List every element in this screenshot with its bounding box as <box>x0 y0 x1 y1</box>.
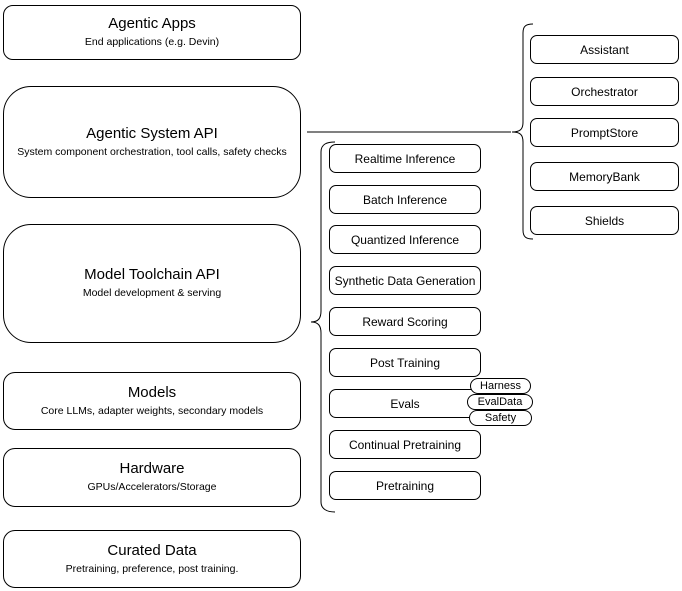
service-box-reward-scoring: Reward Scoring <box>329 307 481 336</box>
agentic-system-api-title: Agentic System API <box>86 124 218 142</box>
models-box: Models Core LLMs, adapter weights, secon… <box>3 372 301 430</box>
service-box-evals: Evals <box>329 389 481 418</box>
service-box-post-training: Post Training <box>329 348 481 377</box>
eval-tag-harness: Harness <box>470 378 531 394</box>
models-title: Models <box>127 383 177 401</box>
agentic-system-api-subtitle: System component orchestration, tool cal… <box>17 145 287 158</box>
eval-tag-safety: Safety <box>469 410 532 426</box>
curated-data-title: Curated Data <box>107 541 197 559</box>
hardware-title: Hardware <box>119 460 185 478</box>
agentic-apps-subtitle: End applications (e.g. Devin) <box>84 36 220 49</box>
component-box-assistant: Assistant <box>530 35 679 64</box>
agentic-apps-box: Agentic Apps End applications (e.g. Devi… <box>3 5 301 60</box>
service-box-pretraining: Pretraining <box>329 471 481 500</box>
curated-data-subtitle: Pretraining, preference, post training. <box>65 562 239 575</box>
eval-tag-evaldata: EvalData <box>467 394 533 410</box>
component-box-promptstore: PromptStore <box>530 118 679 147</box>
service-box-realtime-inference: Realtime Inference <box>329 144 481 173</box>
agentic-apps-title: Agentic Apps <box>108 15 196 33</box>
model-toolchain-api-title: Model Toolchain API <box>84 266 220 284</box>
models-subtitle: Core LLMs, adapter weights, secondary mo… <box>40 404 264 417</box>
model-toolchain-api-box: Model Toolchain API Model development & … <box>3 224 301 343</box>
hardware-subtitle: GPUs/Accelerators/Storage <box>87 481 217 494</box>
curated-data-box: Curated Data Pretraining, preference, po… <box>3 530 301 588</box>
service-box-continual-pretraining: Continual Pretraining <box>329 430 481 459</box>
service-box-quantized-inference: Quantized Inference <box>329 225 481 254</box>
model-toolchain-api-subtitle: Model development & serving <box>82 287 222 300</box>
service-box-synthetic-data-generation: Synthetic Data Generation <box>329 266 481 295</box>
component-box-orchestrator: Orchestrator <box>530 77 679 106</box>
service-box-batch-inference: Batch Inference <box>329 185 481 214</box>
hardware-box: Hardware GPUs/Accelerators/Storage <box>3 448 301 507</box>
component-box-shields: Shields <box>530 206 679 235</box>
component-box-memorybank: MemoryBank <box>530 162 679 191</box>
agentic-system-api-box: Agentic System API System component orch… <box>3 86 301 198</box>
